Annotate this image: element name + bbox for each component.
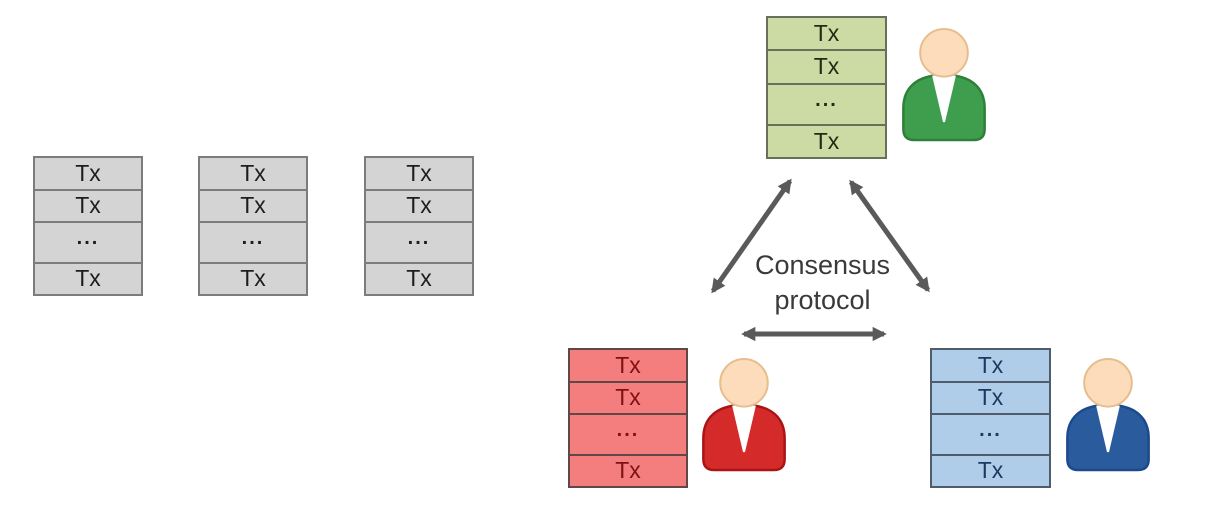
tx-cell: Tx: [568, 453, 688, 488]
tx-cell: Tx: [33, 156, 143, 191]
tx-cell: Tx: [930, 348, 1051, 383]
tx-cell: Tx: [766, 123, 887, 159]
ellipsis-cell: ...: [198, 221, 308, 264]
person-red-icon: [702, 357, 786, 472]
tx-stack-pending-2: Tx Tx ... Tx: [198, 156, 308, 296]
tx-cell: Tx: [198, 261, 308, 296]
tx-stack-pending-3: Tx Tx ... Tx: [364, 156, 474, 296]
tx-cell: Tx: [364, 156, 474, 191]
tx-cell: Tx: [766, 49, 887, 85]
consensus-protocol-label: Consensus protocol: [740, 248, 905, 318]
tx-cell: Tx: [33, 188, 143, 223]
tx-cell: Tx: [364, 188, 474, 223]
ellipsis-cell: ...: [364, 221, 474, 264]
tx-cell: Tx: [568, 348, 688, 383]
tx-cell: Tx: [198, 188, 308, 223]
person-blue-icon: [1066, 357, 1150, 472]
consensus-label-line1: Consensus: [754, 250, 891, 280]
tx-cell: Tx: [930, 453, 1051, 488]
consensus-label-line2: protocol: [774, 285, 871, 315]
ellipsis-cell: ...: [568, 413, 688, 456]
tx-cell: Tx: [766, 16, 887, 52]
tx-cell: Tx: [364, 261, 474, 296]
tx-stack-node-green: Tx Tx ... Tx: [766, 16, 887, 159]
tx-cell: Tx: [198, 156, 308, 191]
tx-stack-pending-1: Tx Tx ... Tx: [33, 156, 143, 296]
tx-cell: Tx: [930, 380, 1051, 415]
tx-stack-node-blue: Tx Tx ... Tx: [930, 348, 1051, 488]
person-green-icon: [902, 27, 986, 142]
tx-cell: Tx: [568, 380, 688, 415]
tx-stack-node-red: Tx Tx ... Tx: [568, 348, 688, 488]
ellipsis-cell: ...: [33, 221, 143, 264]
ellipsis-cell: ...: [930, 413, 1051, 456]
tx-cell: Tx: [33, 261, 143, 296]
ellipsis-cell: ...: [766, 82, 887, 126]
